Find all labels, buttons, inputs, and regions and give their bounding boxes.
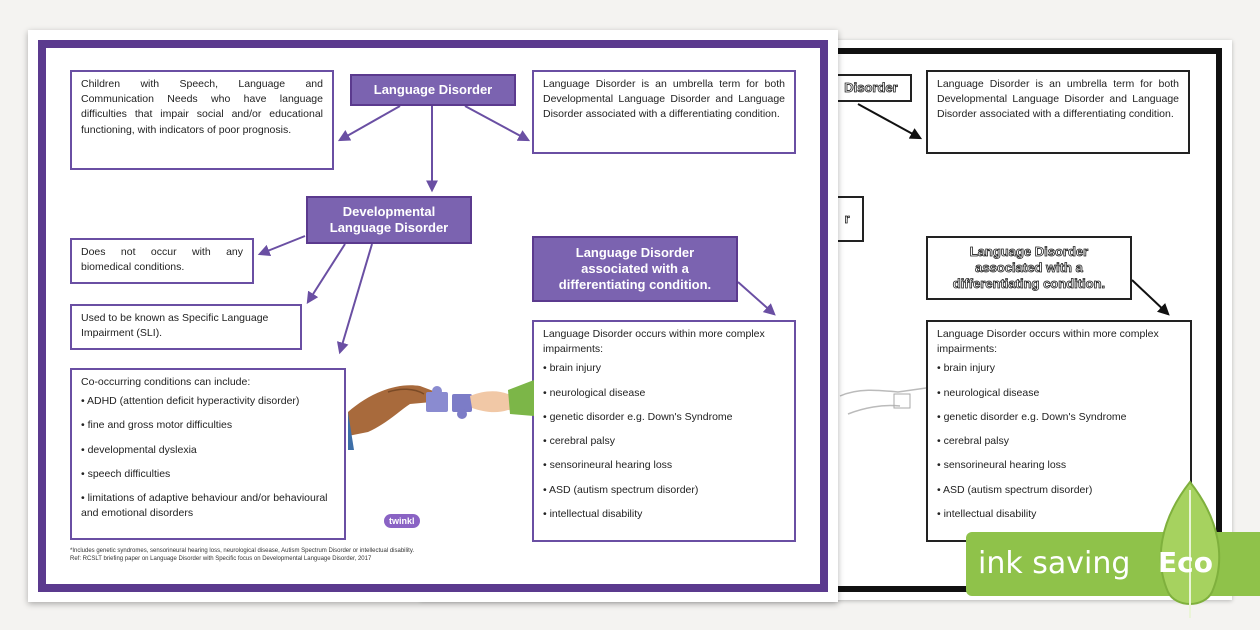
dld-note-biomedical: Does not occur with any biomedical condi… [70,238,254,284]
mono-title-dld-text: r [844,210,850,226]
mono-assoc-box: Language Disorder occurs within more com… [926,320,1192,542]
title-assoc-line2: associated with a [581,260,689,276]
mono-assoc-list: brain injury neurological disease geneti… [937,361,1181,522]
title-associated-condition: Language Disorder associated with a diff… [532,236,738,302]
list-item: neurological disease [937,386,1181,401]
cooccurring-heading: Co-occurring conditions can include: [81,376,251,388]
mono-intro-right-text: Language Disorder is an umbrella term fo… [937,78,1179,121]
list-item: ASD (autism spectrum disorder) [543,483,785,498]
title-language-disorder: Language Disorder [350,74,516,106]
mono-title-main-text: Disorder [844,79,898,95]
hands-puzzle-illustration [348,380,534,450]
intro-right-text: Language Disorder is an umbrella term fo… [543,78,785,121]
mono-title-assoc-line3: differentiating condition. [952,276,1106,292]
list-item: fine and gross motor difficulties [81,418,335,433]
intro-left-box: Children with Speech, Language and Commu… [70,70,334,170]
list-item: brain injury [543,361,785,376]
title-dld-line1: Developmental [342,203,436,219]
list-item: sensorineural hearing loss [543,458,785,473]
mono-intro-right: Language Disorder is an umbrella term fo… [926,70,1190,154]
title-assoc-line1: Language Disorder [575,244,695,260]
list-item: brain injury [937,361,1181,376]
assoc-list: brain injury neurological disease geneti… [543,361,785,522]
title-dld-line2: Language Disorder [329,220,449,235]
list-item: cerebral palsy [937,434,1181,449]
mono-title-assoc-line2: associated with a [975,259,1083,275]
intro-right-box: Language Disorder is an umbrella term fo… [532,70,796,154]
twinkl-logo-text: twinkl [389,516,415,526]
eco-label: Eco [1158,546,1213,579]
cooccurring-box: Co-occurring conditions can include: ADH… [70,368,346,540]
list-item: speech difficulties [81,467,335,482]
list-item: genetic disorder e.g. Down's Syndrome [937,410,1181,425]
footnote-line2: Ref: RCSLT briefing paper on Language Di… [70,555,372,562]
list-item: genetic disorder e.g. Down's Syndrome [543,410,785,425]
list-item: intellectual disability [543,507,785,522]
title-language-disorder-text: Language Disorder [373,81,493,97]
list-item: ADHD (attention deficit hyperactivity di… [81,394,335,409]
associated-conditions-box: Language Disorder occurs within more com… [532,320,796,542]
footnote: *Includes genetic syndromes, sensorineur… [70,548,790,564]
leaf-icon [1159,480,1221,618]
mono-hands-puzzle-illustration [839,387,927,415]
assoc-heading: Language Disorder occurs within more com… [543,328,765,356]
ink-saving-label: ink saving [978,546,1131,581]
mono-title-assoc-line1: Language Disorder [969,243,1089,259]
dld-note-biomedical-text: Does not occur with any biomedical condi… [81,246,243,274]
twinkl-logo: twinkl [384,514,420,528]
list-item: cerebral palsy [543,434,785,449]
cooccurring-list: ADHD (attention deficit hyperactivity di… [81,394,335,521]
mono-title-main: Disorder [832,74,912,102]
intro-left-text: Children with Speech, Language and Commu… [81,78,323,136]
list-item: sensorineural hearing loss [937,458,1181,473]
list-item: ASD (autism spectrum disorder) [937,483,1181,498]
list-item: neurological disease [543,386,785,401]
list-item: developmental dyslexia [81,443,335,458]
list-item: intellectual disability [937,507,1181,522]
footnote-line1: *Includes genetic syndromes, sensorineur… [70,548,415,554]
dld-note-sli-text: Used to be known as Specific Language Im… [81,312,269,340]
dld-note-sli: Used to be known as Specific Language Im… [70,304,302,350]
title-assoc-line3: differentiating condition. [558,277,712,293]
list-item: limitations of adaptive behaviour and/or… [81,491,335,521]
title-developmental-language-disorder: Developmental Language Disorder [306,196,472,244]
mono-assoc-heading: Language Disorder occurs within more com… [937,328,1159,356]
mono-title-assoc: Language Disorder associated with a diff… [926,236,1132,300]
